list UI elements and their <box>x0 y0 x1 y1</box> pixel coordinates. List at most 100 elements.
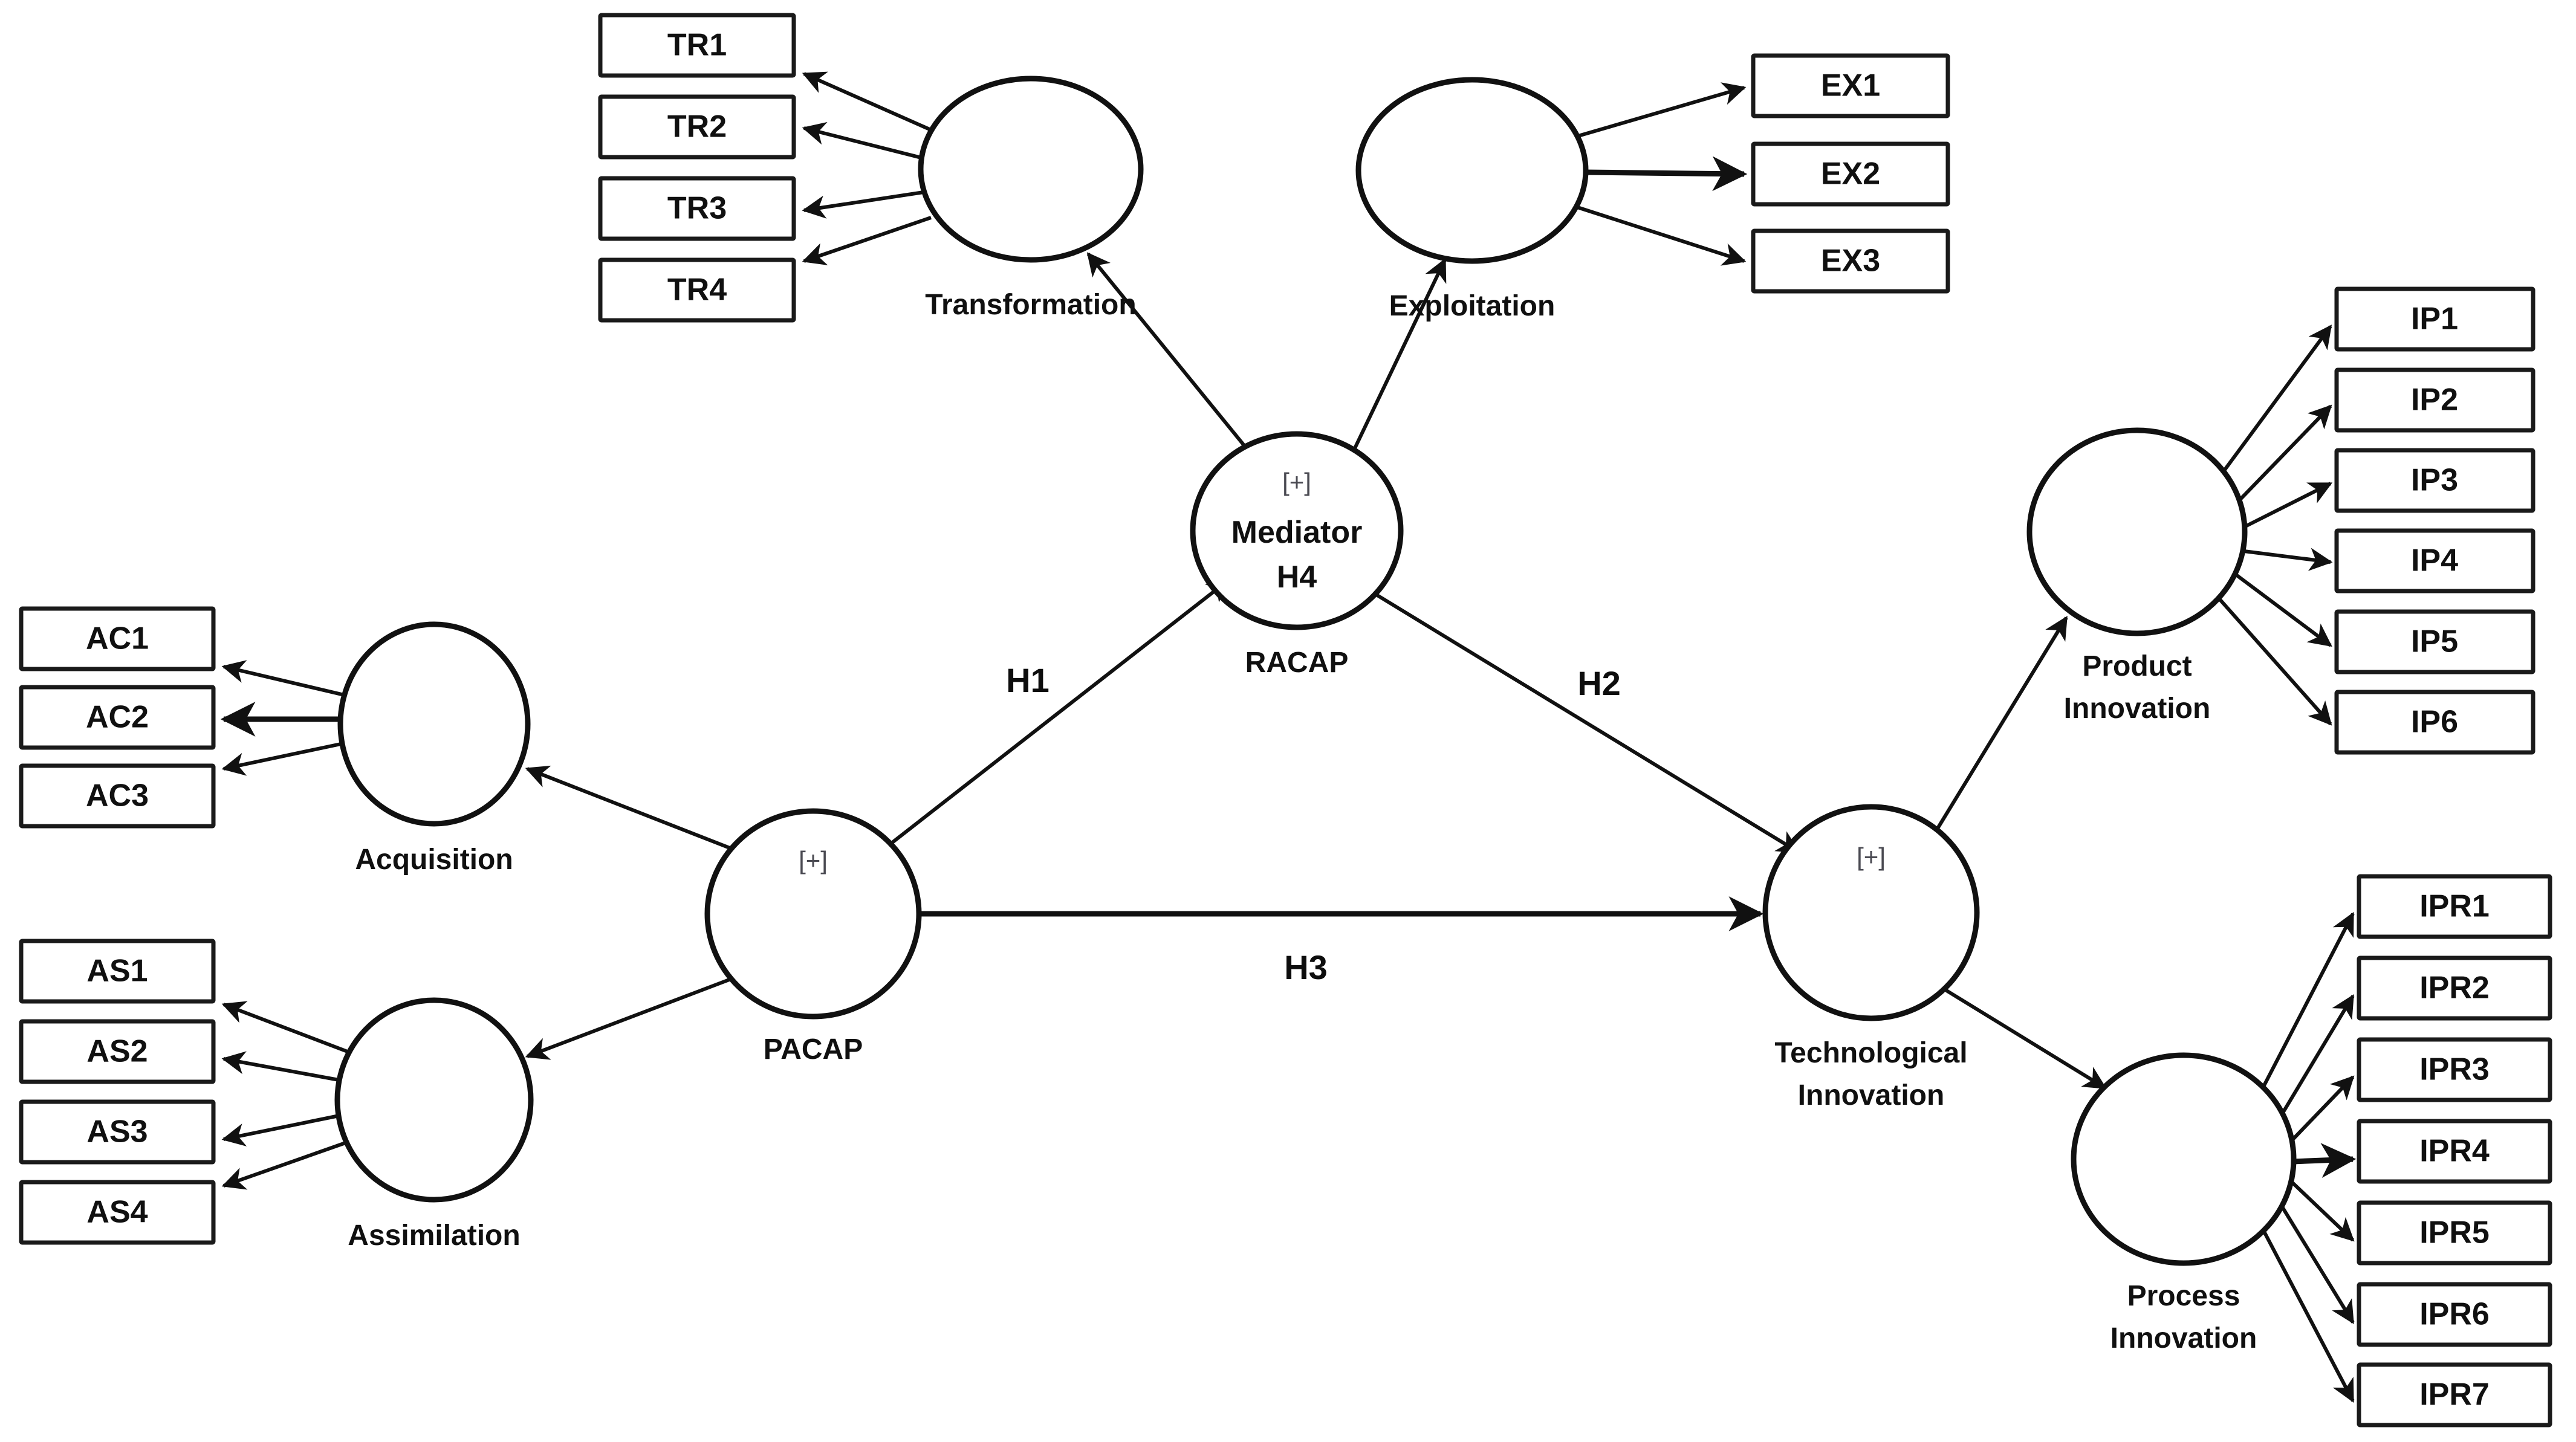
indicator-box-ip5[interactable]: IP5 <box>2334 609 2535 674</box>
construct-process-innovation[interactable]: Process Innovation <box>2071 1052 2297 1354</box>
edges-pacap-to-components <box>525 765 745 1060</box>
edges-acquisition-indicators <box>220 660 350 776</box>
indicator-box-ip2[interactable]: IP2 <box>2334 367 2535 433</box>
construct-racap[interactable]: [+] Mediator H4 RACAP <box>1190 431 1404 679</box>
indicator-label: IPR7 <box>2419 1377 2490 1412</box>
hypothesis-labels: H1 H2 H3 <box>1006 661 1621 986</box>
indicator-box-ipr7[interactable]: IPR7 <box>2357 1362 2552 1427</box>
hypothesis-h1-label: H1 <box>1006 661 1050 699</box>
indicator-box-ipr3[interactable]: IPR3 <box>2357 1037 2552 1102</box>
indicator-box-ipr2[interactable]: IPR2 <box>2357 955 2552 1021</box>
edges-assimilation-indicators <box>221 1001 352 1190</box>
indicator-box-ac3[interactable]: AC3 <box>19 763 216 829</box>
construct-label-line2: Innovation <box>2064 693 2211 725</box>
indicator-label: IPR3 <box>2419 1052 2490 1087</box>
edges-exploitation-indicators <box>1571 82 1748 266</box>
indicator-label: IP1 <box>2411 302 2458 337</box>
edges-racap-to-components <box>1086 252 1447 453</box>
indicator-box-ipr5[interactable]: IPR5 <box>2357 1200 2552 1266</box>
indicator-box-tr3[interactable]: TR3 <box>598 176 796 241</box>
edges-transformation-indicators <box>802 71 932 265</box>
indicator-label: IPR1 <box>2419 889 2490 924</box>
construct-assimilation[interactable]: Assimilation <box>334 997 534 1252</box>
indicator-label: IP6 <box>2411 705 2458 740</box>
hypothesis-h4-label: H4 <box>1277 560 1317 595</box>
indicator-label: TR4 <box>667 273 727 308</box>
indicator-label: AC2 <box>86 700 149 735</box>
indicator-label: TR1 <box>667 28 727 63</box>
indicator-box-tr1[interactable]: TR1 <box>598 13 796 78</box>
indicator-label: EX1 <box>1821 68 1880 103</box>
indicator-label: AS3 <box>86 1114 148 1149</box>
indicator-label: AC1 <box>86 621 149 656</box>
indicator-group-product-innovation: IP1 IP2 IP3 IP4 IP5 IP6 <box>2334 286 2535 755</box>
edges-product-indicators <box>2218 325 2333 726</box>
construct-label-line2: Innovation <box>1798 1079 1945 1111</box>
construct-transformation[interactable]: Transformation <box>918 76 1144 321</box>
indicator-box-ipr4[interactable]: IPR4 <box>2357 1119 2552 1184</box>
edges-tech-to-outcomes <box>1928 616 2107 1090</box>
indicator-label: IPR4 <box>2419 1134 2490 1169</box>
hypothesis-h3-label: H3 <box>1284 948 1328 986</box>
indicator-box-as2[interactable]: AS2 <box>19 1019 216 1084</box>
indicator-label: AS4 <box>86 1195 148 1230</box>
plus-marker-icon: [+] <box>1282 468 1311 496</box>
indicator-group-transformation: TR1 TR2 TR3 TR4 <box>598 13 796 323</box>
indicator-box-ex1[interactable]: EX1 <box>1751 53 1950 118</box>
mediator-label: Mediator <box>1231 515 1363 550</box>
indicator-box-tr4[interactable]: TR4 <box>598 257 796 323</box>
indicator-label: EX2 <box>1821 157 1880 192</box>
construct-label-line1: Technological <box>1774 1037 1967 1069</box>
indicator-label: IP2 <box>2411 383 2458 418</box>
construct-pacap[interactable]: [+] PACAP <box>704 808 922 1065</box>
indicator-label: IP5 <box>2411 624 2458 659</box>
indicator-box-ip3[interactable]: IP3 <box>2334 448 2535 513</box>
indicator-label: IPR2 <box>2419 971 2490 1006</box>
indicator-label: IP4 <box>2411 543 2458 578</box>
indicator-label: AS2 <box>86 1034 148 1069</box>
indicator-box-ipr1[interactable]: IPR1 <box>2357 874 2552 939</box>
plus-marker-icon: [+] <box>1857 842 1886 871</box>
indicator-box-ac1[interactable]: AC1 <box>19 606 216 671</box>
construct-technological-innovation[interactable]: [+] Technological Innovation <box>1762 804 1980 1111</box>
construct-product-innovation[interactable]: Product Innovation <box>2026 427 2248 725</box>
indicator-box-tr2[interactable]: TR2 <box>598 94 796 160</box>
indicator-label: AS1 <box>86 954 148 989</box>
hypothesis-h2-label: H2 <box>1577 664 1621 702</box>
indicator-label: EX3 <box>1821 244 1880 279</box>
construct-exploitation[interactable]: Exploitation <box>1355 77 1589 322</box>
indicator-box-ac2[interactable]: AC2 <box>19 685 216 750</box>
indicator-box-ipr6[interactable]: IPR6 <box>2357 1282 2552 1347</box>
construct-label: Transformation <box>925 289 1136 321</box>
construct-label: Exploitation <box>1389 290 1556 322</box>
indicator-label: TR2 <box>667 109 727 144</box>
construct-label-line1: Process <box>2127 1280 2240 1312</box>
indicator-box-as4[interactable]: AS4 <box>19 1180 216 1245</box>
construct-label-line1: Product <box>2082 650 2192 682</box>
indicator-group-assimilation: AS1 AS2 AS3 AS4 <box>19 939 216 1245</box>
indicator-box-ip1[interactable]: IP1 <box>2334 286 2535 352</box>
construct-label: Assimilation <box>348 1220 520 1252</box>
edge-h1 <box>880 578 1230 853</box>
indicator-box-as3[interactable]: AS3 <box>19 1099 216 1165</box>
edge-h2 <box>1371 590 1800 854</box>
edges-process-indicators <box>2260 911 2357 1403</box>
construct-acquisition[interactable]: Acquisition <box>337 621 531 876</box>
construct-label-line2: Innovation <box>2110 1322 2257 1354</box>
indicator-label: IPR6 <box>2419 1297 2490 1332</box>
construct-label: PACAP <box>764 1033 863 1065</box>
indicator-group-exploitation: EX1 EX2 EX3 <box>1751 53 1950 294</box>
construct-label: Acquisition <box>355 844 513 876</box>
indicator-box-ex3[interactable]: EX3 <box>1751 228 1950 294</box>
indicator-label: AC3 <box>86 778 149 813</box>
indicator-group-process-innovation: IPR1 IPR2 IPR3 IPR4 IPR5 IPR6 IPR7 <box>2357 874 2552 1427</box>
plus-marker-icon: [+] <box>799 846 828 875</box>
indicator-box-ip6[interactable]: IP6 <box>2334 690 2535 755</box>
indicator-box-ip4[interactable]: IP4 <box>2334 528 2535 593</box>
construct-label: RACAP <box>1245 647 1349 679</box>
indicator-box-as1[interactable]: AS1 <box>19 939 216 1004</box>
indicator-group-acquisition: AC1 AC2 AC3 <box>19 606 216 829</box>
indicator-box-ex2[interactable]: EX2 <box>1751 141 1950 207</box>
